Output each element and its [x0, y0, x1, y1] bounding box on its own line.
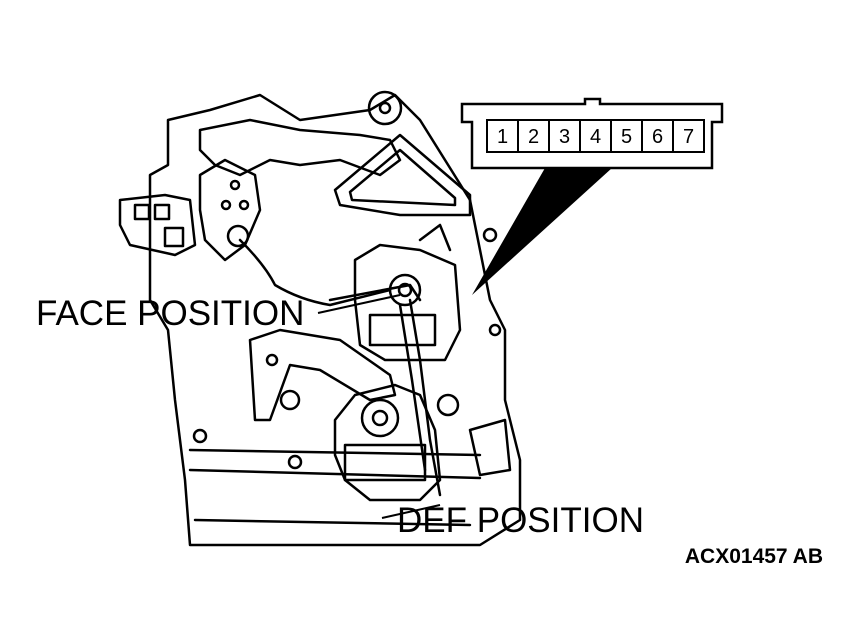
connector-pin-7: 7: [672, 119, 705, 153]
connector-pin-label: 1: [497, 126, 508, 148]
heater-unit-body: [118, 90, 522, 547]
connector-pin-3: 3: [548, 119, 581, 153]
connector-pin-label: 7: [683, 126, 694, 148]
face-position-leader: [317, 294, 401, 314]
def-position-label: DEF POSITION: [397, 501, 644, 540]
connector-pin-4: 4: [579, 119, 612, 153]
connector-pin-1: 1: [486, 119, 519, 153]
connector-pin-6: 6: [641, 119, 674, 153]
connector-pin-2: 2: [517, 119, 550, 153]
def-position-leader: [381, 504, 441, 519]
connector-pin-label: 5: [621, 126, 632, 148]
face-position-label: FACE POSITION: [36, 294, 305, 333]
figure-code: ACX01457 AB: [684, 545, 823, 568]
connector-pin-label: 2: [528, 126, 539, 148]
connector-pin-label: 4: [590, 126, 601, 148]
connector-pin-label: 6: [652, 126, 663, 148]
connector-callout-wedge: [472, 168, 612, 295]
connector-pin-5: 5: [610, 119, 643, 153]
connector-pin-label: 3: [559, 126, 570, 148]
